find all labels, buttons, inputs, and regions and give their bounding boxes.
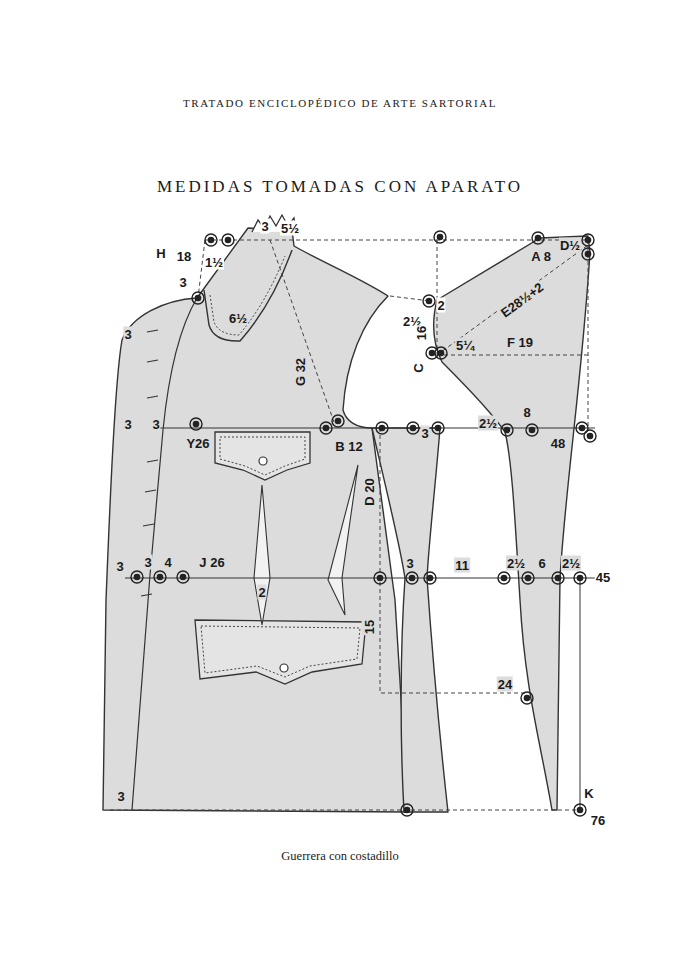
measure-label: 3 bbox=[123, 327, 132, 342]
front-piece bbox=[103, 228, 408, 812]
lower-pocket bbox=[195, 620, 366, 684]
measure-label: 6 bbox=[537, 556, 546, 571]
measure-label: A 8 bbox=[530, 249, 552, 264]
measure-label: 6½ bbox=[228, 311, 248, 326]
measure-label: 1½ bbox=[204, 255, 224, 270]
measure-label: D½ bbox=[559, 238, 581, 253]
figure-caption: Guerrera con costadillo bbox=[281, 850, 398, 863]
measure-label: 45 bbox=[595, 570, 611, 585]
measure-label: K bbox=[583, 786, 594, 801]
side-piece bbox=[372, 428, 448, 812]
measure-points bbox=[131, 231, 596, 816]
measure-label: 8 bbox=[522, 405, 531, 420]
measure-label: 2 bbox=[257, 585, 266, 600]
front-edge-line bbox=[132, 298, 197, 810]
measure-label: 2½ bbox=[506, 556, 526, 571]
side-dart bbox=[328, 465, 358, 615]
measure-label: 11 bbox=[454, 558, 470, 573]
construction-lines bbox=[110, 240, 588, 810]
measure-label: 3 bbox=[115, 559, 124, 574]
measure-label: D 20 bbox=[362, 477, 377, 506]
button-ticks bbox=[141, 330, 158, 596]
measure-label: 15 bbox=[362, 619, 377, 635]
measure-label: 76 bbox=[590, 813, 606, 828]
measure-label: G 32 bbox=[293, 357, 308, 387]
measure-label: 24 bbox=[497, 677, 513, 692]
measure-label: 3 bbox=[143, 555, 152, 570]
running-head: TRATADO ENCICLOPÉDICO DE ARTE SARTORIAL bbox=[183, 98, 497, 109]
measure-label: 2½ bbox=[561, 556, 581, 571]
page-title: MEDIDAS TOMADAS CON APARATO bbox=[157, 178, 523, 195]
measure-label: 4 bbox=[163, 555, 172, 570]
measure-label: B 12 bbox=[334, 439, 363, 454]
measure-label: 48 bbox=[550, 436, 566, 451]
collar-tab bbox=[204, 250, 292, 341]
measure-label: 3 bbox=[405, 556, 414, 571]
measure-label: 18 bbox=[176, 249, 192, 264]
measure-label: 5½ bbox=[280, 221, 300, 236]
upper-pocket bbox=[215, 432, 310, 480]
measure-label: 16 bbox=[414, 325, 429, 341]
measure-label: 3 bbox=[123, 417, 132, 432]
measure-label: H bbox=[155, 246, 166, 261]
front-dart bbox=[254, 485, 270, 625]
measure-label: F 19 bbox=[506, 335, 534, 350]
measure-label: C bbox=[411, 362, 426, 373]
measure-label: 3 bbox=[116, 789, 125, 804]
measure-label: J 26 bbox=[198, 555, 225, 570]
measure-label: 5¼ bbox=[455, 338, 475, 353]
measure-label: 2 bbox=[436, 298, 445, 313]
measure-label: 3 bbox=[420, 426, 429, 441]
measure-label: 3 bbox=[178, 275, 187, 290]
measure-label: 3 bbox=[151, 417, 160, 432]
measure-label: 2½ bbox=[478, 416, 498, 431]
measure-label: Y26 bbox=[185, 436, 210, 451]
reference-lines bbox=[125, 428, 595, 810]
back-piece bbox=[434, 236, 590, 810]
measure-label: 3 bbox=[260, 219, 269, 234]
